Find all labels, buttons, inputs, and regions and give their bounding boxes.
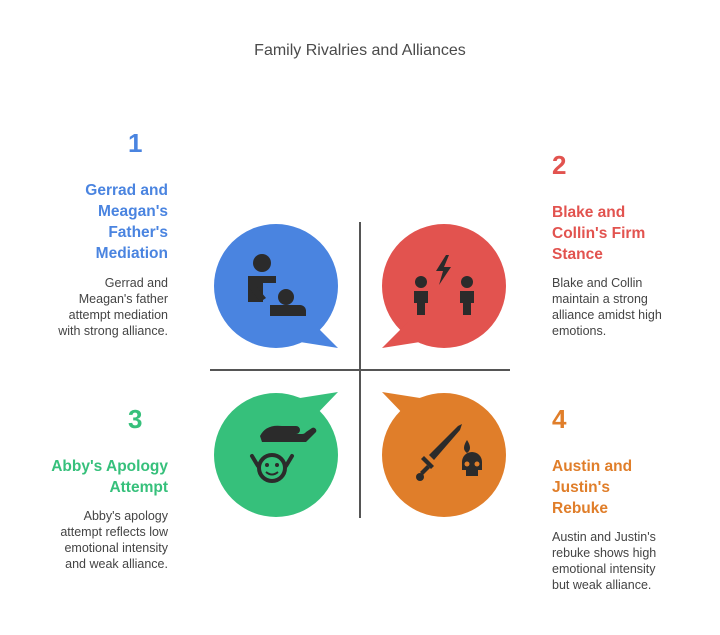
quadrant-4-description: Austin and Justin's rebuke shows high em… xyxy=(552,530,657,592)
conflict-people-icon xyxy=(414,255,474,315)
hand-child-icon xyxy=(250,425,317,483)
sword-skull-icon xyxy=(416,424,482,481)
diagram-title: Family Rivalries and Alliances xyxy=(254,42,466,59)
quadrant-3-description: Abby's apology attempt reflects low emot… xyxy=(60,509,168,571)
quadrant-3-bubble xyxy=(214,392,338,517)
quadrant-4-number: 4 xyxy=(552,404,567,434)
quadrant-4-bubble xyxy=(382,392,506,517)
quadrant-2-heading: Blake and Collin's Firm Stance xyxy=(552,204,646,263)
quadrant-2-number: 2 xyxy=(552,150,567,180)
quadrant-1-heading: Gerrad and Meagan's Father's Mediation xyxy=(85,182,168,262)
quadrant-1-number: 1 xyxy=(128,128,143,158)
parent-child-icon xyxy=(248,254,306,316)
quadrant-2-bubble xyxy=(382,224,506,348)
quadrant-1-bubble xyxy=(214,224,338,348)
quadrant-4-heading: Austin and Justin's Rebuke xyxy=(552,458,633,517)
quadrant-1-description: Gerrad and Meagan's father attempt media… xyxy=(58,276,168,338)
quadrant-2-description: Blake and Collin maintain a strong allia… xyxy=(552,276,662,338)
quadrant-3-number: 3 xyxy=(128,404,143,434)
quadrant-3-heading: Abby's Apology Attempt xyxy=(51,458,168,496)
